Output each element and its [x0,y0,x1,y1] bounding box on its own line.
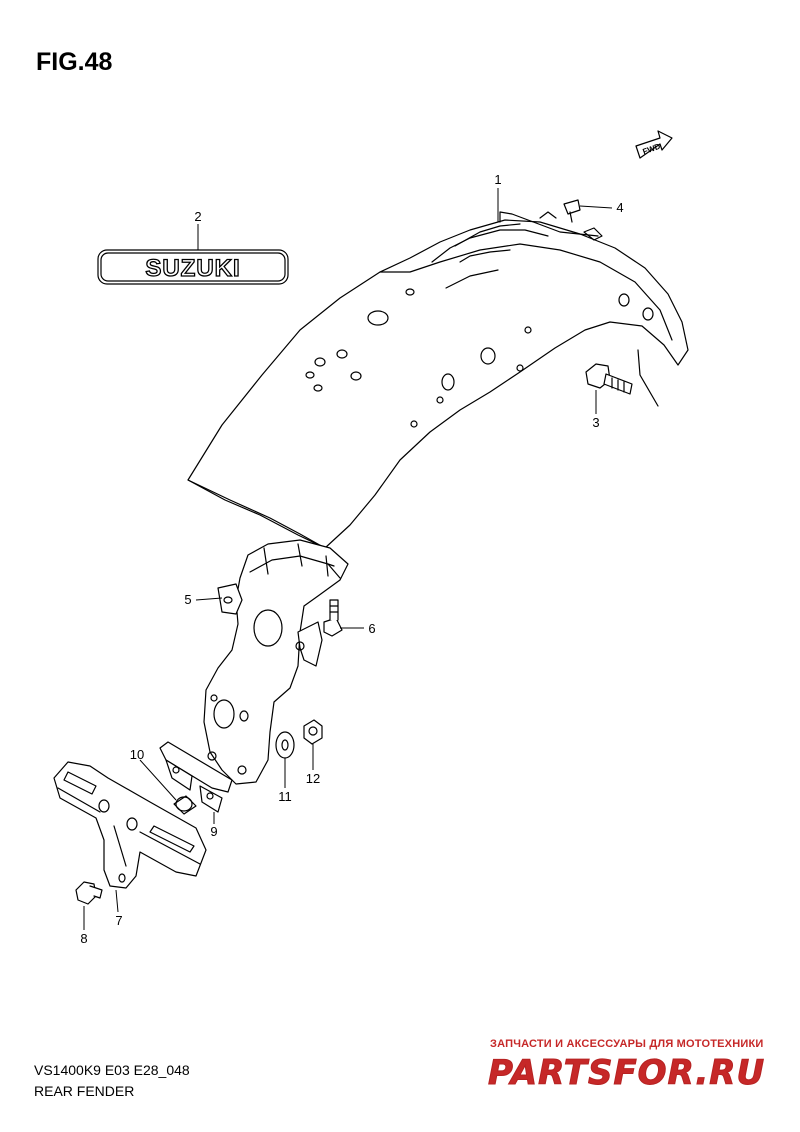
cushion-10 [173,795,197,815]
callout-4: 4 [616,200,623,215]
bolt-8 [75,881,103,905]
callout-numbers: 1 2 3 4 5 6 7 8 9 10 11 12 [80,172,623,946]
callout-11: 11 [278,789,292,804]
plate-9 [159,741,233,813]
callout-12: 12 [306,771,320,786]
fwd-label: FWD [641,142,661,157]
callout-9: 9 [210,824,217,839]
rear-fender [187,211,689,549]
nut-12 [303,719,323,745]
watermark-tagline: ЗАПЧАСТИ И АКСЕССУАРЫ ДЛЯ МОТОТЕХНИКИ [490,1038,764,1050]
callout-7: 7 [115,913,122,928]
license-bracket-7 [53,761,207,889]
diagram-code: VS1400K9 E03 E28_048 [34,1062,190,1078]
callout-6: 6 [368,621,375,636]
watermark-logo: PARTSFOR.RU [487,1053,766,1094]
callout-8: 8 [80,931,87,946]
washer-11 [275,731,295,759]
leader-lines [83,188,613,930]
bolt-6 [323,599,343,637]
clip-4 [563,199,581,223]
callout-3: 3 [592,415,599,430]
callout-2: 2 [194,209,201,224]
fender-bracket-5 [203,539,349,785]
fwd-arrow-icon: FWD [635,130,673,159]
diagram-name: REAR FENDER [34,1083,135,1099]
callout-1: 1 [494,172,501,187]
suzuki-emblem: SUZUKI [97,249,289,285]
bolt-3 [585,363,633,395]
callout-5: 5 [184,592,191,607]
emblem-text: SUZUKI [145,255,240,282]
figure-title: FIG.48 [36,48,113,76]
callout-10: 10 [130,747,144,762]
